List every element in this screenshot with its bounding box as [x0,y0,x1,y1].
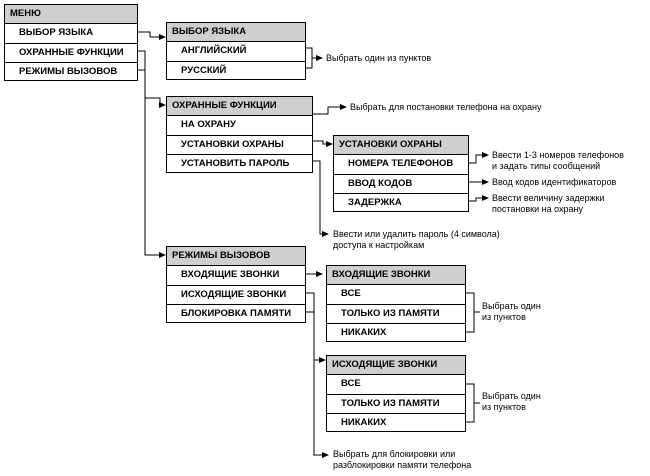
incoming-title: ВХОДЯЩИЕ ЗВОНКИ [327,266,465,285]
memory-lock-note: Выбрать для блокировки или разблокировки… [333,449,471,471]
language-title: ВЫБОР ЯЗЫКА [167,23,305,42]
incoming-note: Выбрать один из пунктов [482,301,541,323]
outgoing-none[interactable]: НИКАКИХ [327,413,465,432]
security-settings-box: УСТАНОВКИ ОХРАНЫ НОМЕРА ТЕЛЕФОНОВ ВВОД К… [333,135,469,212]
settings-delay[interactable]: ЗАДЕРЖКА [334,193,468,212]
incoming-box: ВХОДЯЩИЕ ЗВОНКИ ВСЕ ТОЛЬКО ИЗ ПАМЯТИ НИК… [326,265,466,342]
phones-note: Ввести 1-3 номеров телефонов и задать ти… [492,150,624,172]
menu-item-security[interactable]: ОХРАННЫЕ ФУНКЦИИ [5,43,137,62]
security-settings-title: УСТАНОВКИ ОХРАНЫ [334,136,468,155]
outgoing-note-line-1: Выбрать один [482,391,541,401]
phones-note-line-1: Ввести 1-3 номеров телефонов [492,150,624,160]
delay-note-line-2: постановки на охрану [492,204,583,214]
incoming-note-line-1: Выбрать один [482,301,541,311]
call-modes-box: РЕЖИМЫ ВЫЗОВОВ ВХОДЯЩИЕ ЗВОНКИ ИСХОДЯЩИЕ… [166,246,306,323]
menu-item-call-modes[interactable]: РЕЖИМЫ ВЫЗОВОВ [5,62,137,81]
menu-box: МЕНЮ ВЫБОР ЯЗЫКА ОХРАННЫЕ ФУНКЦИИ РЕЖИМЫ… [4,4,138,81]
security-box: ОХРАННЫЕ ФУНКЦИИ НА ОХРАНУ УСТАНОВКИ ОХР… [166,96,313,173]
settings-phone-numbers[interactable]: НОМЕРА ТЕЛЕФОНОВ [348,158,454,169]
language-english[interactable]: АНГЛИЙСКИЙ [181,45,247,56]
call-modes-memory-lock[interactable]: БЛОКИРОВКА ПАМЯТИ [167,304,305,323]
call-modes-title: РЕЖИМЫ ВЫЗОВОВ [167,247,305,266]
settings-code-entry[interactable]: ВВОД КОДОВ [334,174,468,193]
security-title: ОХРАННЫЕ ФУНКЦИИ [167,97,312,116]
call-modes-outgoing[interactable]: ИСХОДЯЩИЕ ЗВОНКИ [167,285,305,304]
outgoing-box: ИСХОДЯЩИЕ ЗВОНКИ ВСЕ ТОЛЬКО ИЗ ПАМЯТИ НИ… [326,355,466,432]
incoming-note-line-2: из пунктов [482,312,526,322]
language-note: Выбрать один из пунктов [326,53,432,63]
memory-lock-note-line-1: Выбрать для блокировки или [333,449,456,459]
language-box: ВЫБОР ЯЗЫКА АНГЛИЙСКИЙ РУССКИЙ [166,22,306,80]
outgoing-memory-only[interactable]: ТОЛЬКО ИЗ ПАМЯТИ [327,394,465,413]
incoming-memory-only[interactable]: ТОЛЬКО ИЗ ПАМЯТИ [327,304,465,323]
delay-note-line-1: Ввести величину задержки [492,193,605,203]
security-arm[interactable]: НА ОХРАНУ [181,119,236,130]
security-set-password[interactable]: УСТАНОВИТЬ ПАРОЛЬ [167,154,312,173]
menu-title: МЕНЮ [5,5,137,24]
codes-note: Ввод кодов идентификаторов [492,177,617,187]
security-settings[interactable]: УСТАНОВКИ ОХРАНЫ [167,135,312,154]
incoming-none[interactable]: НИКАКИХ [327,323,465,342]
outgoing-title: ИСХОДЯЩИЕ ЗВОНКИ [327,356,465,375]
language-russian[interactable]: РУССКИЙ [167,61,305,80]
incoming-all[interactable]: ВСЕ [341,288,361,299]
outgoing-all[interactable]: ВСЕ [341,378,361,389]
call-modes-incoming[interactable]: ВХОДЯЩИЕ ЗВОНКИ [181,269,280,280]
delay-note: Ввести величину задержки постановки на о… [492,193,605,215]
outgoing-note-line-2: из пунктов [482,402,526,412]
password-note: Ввести или удалить пароль (4 символа) до… [333,229,500,251]
phones-note-line-2: и задать типы сообщений [492,161,601,171]
menu-item-language[interactable]: ВЫБОР ЯЗЫКА [19,27,94,38]
outgoing-note: Выбрать один из пунктов [482,391,541,413]
memory-lock-note-line-2: разблокировки памяти телефона [333,460,472,470]
arm-note: Выбрать для постановки телефона на охран… [350,102,542,112]
password-note-line-2: доступа к настройкам [333,240,425,250]
password-note-line-1: Ввести или удалить пароль (4 символа) [333,229,500,239]
